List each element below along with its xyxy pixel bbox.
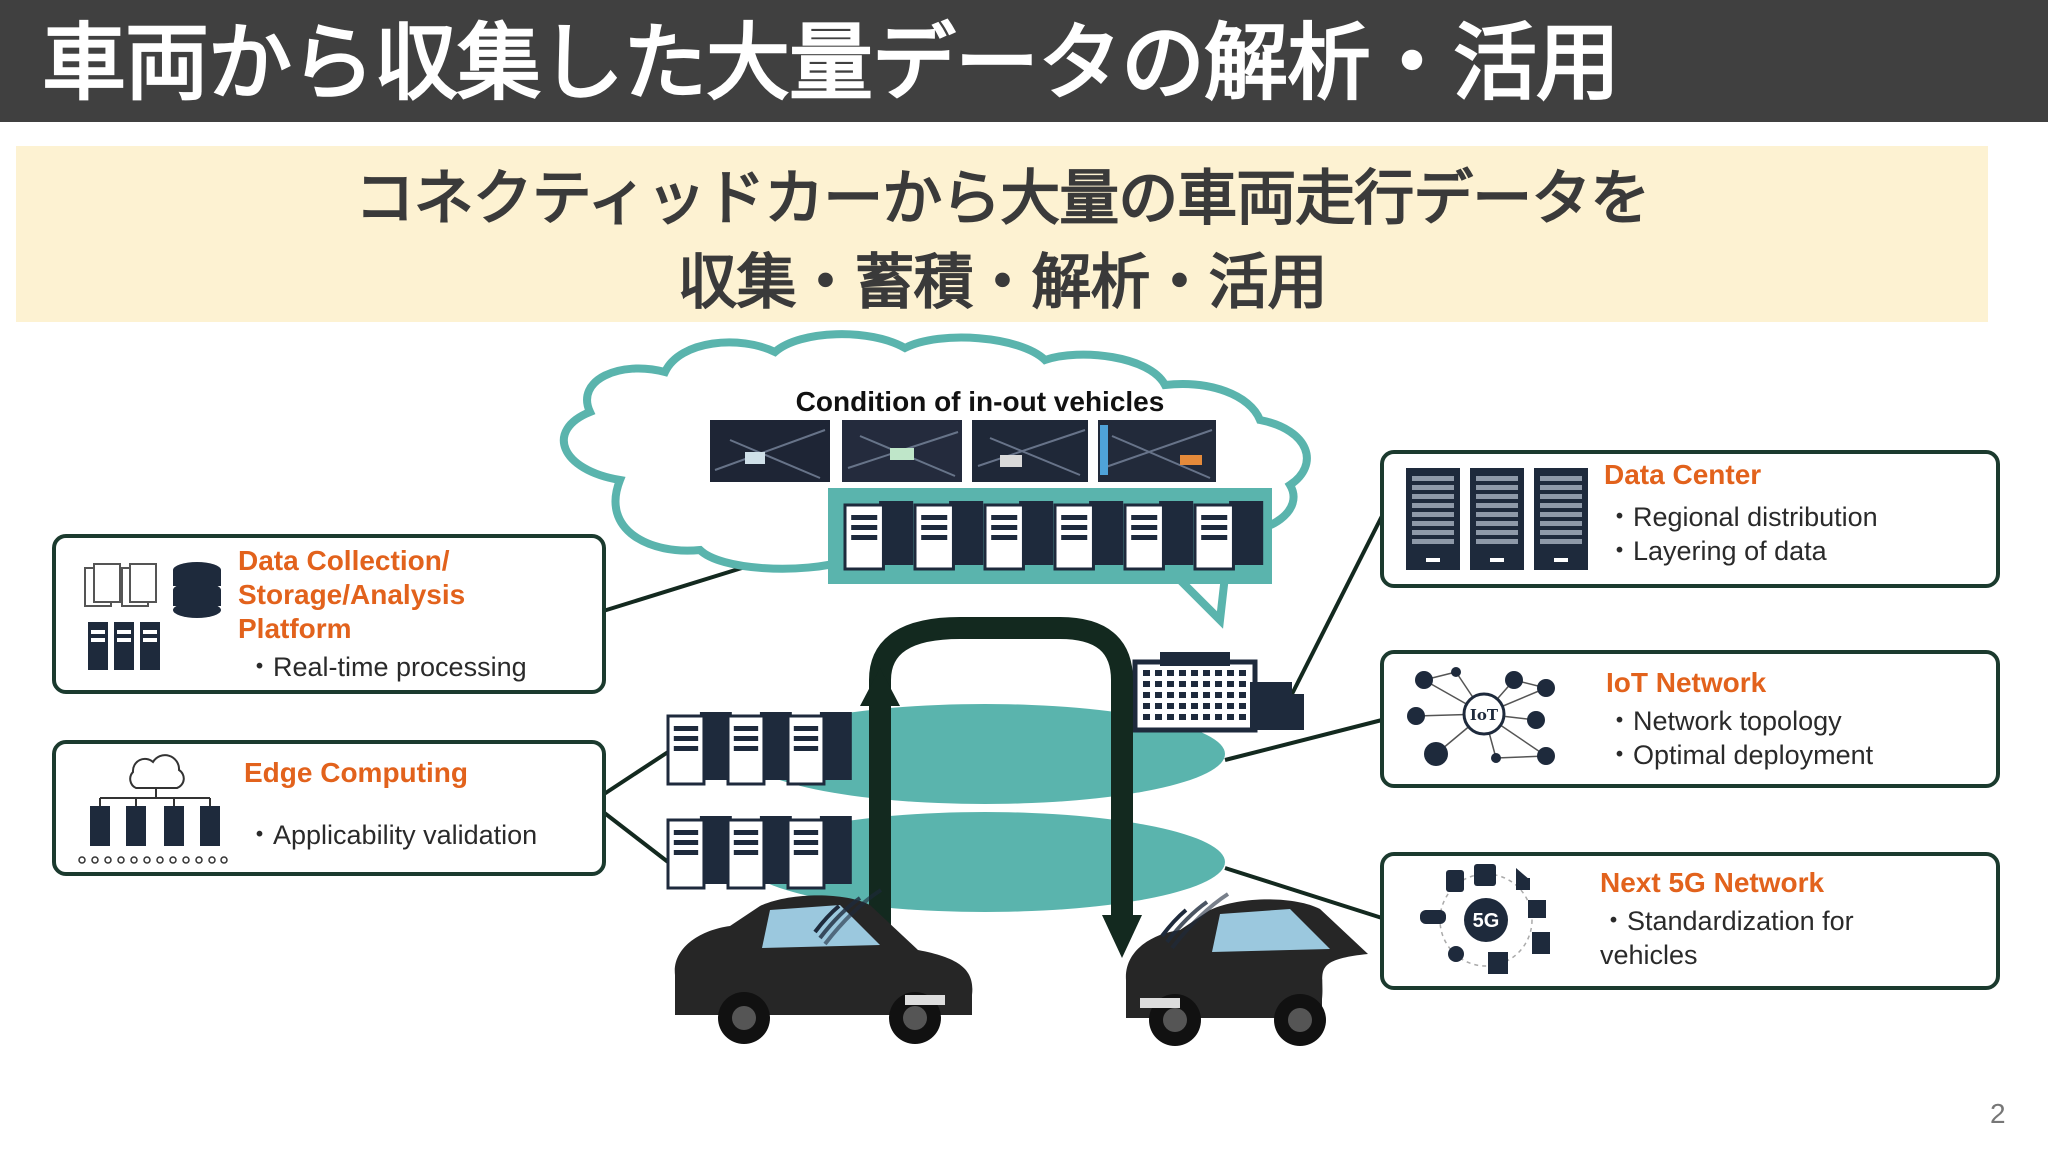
- iot-heading: IoT Network: [1606, 667, 1767, 698]
- wireless-signal-icon-2: [1160, 892, 1230, 950]
- edge-server-1: [666, 712, 732, 786]
- cloud-server-4: [1053, 501, 1124, 571]
- summary-banner: コネクティッドカーから大量の車両走行データを 収集・蓄積・解析・活用: [16, 146, 1988, 322]
- vehicle-condition-thumbnails: [710, 420, 1216, 482]
- data-center-heading: Data Center: [1604, 459, 1762, 490]
- data-center-box: Data Center ・Regional distribution ・Laye…: [1380, 450, 2000, 588]
- cloud-server-5: [1123, 501, 1194, 571]
- 5g-bullet-2: vehicles: [1600, 940, 1698, 970]
- next-5g-network-box: 5G Next 5G Network ・Standardization for …: [1380, 852, 2000, 990]
- edge-network-icon: [78, 754, 228, 864]
- data-center-icon: [1406, 468, 1588, 570]
- car-right: [1125, 899, 1368, 1046]
- banner-line-2: 収集・蓄積・解析・活用: [677, 248, 1328, 318]
- iot-bullet-1: ・Network topology: [1606, 706, 1842, 736]
- thumbnail-3: [972, 420, 1088, 482]
- iot-network-icon: IoT: [1407, 667, 1555, 766]
- cloud-server-rack: [843, 501, 1264, 571]
- edge-server-3: [786, 712, 852, 786]
- edge-server-racks: [666, 712, 852, 890]
- iot-network-box: IoT IoT Network ・Network topology ・Optim…: [1380, 650, 2000, 788]
- slide-title: 車両から収集した大量データの解析・活用: [42, 14, 1620, 112]
- edge-server-2: [726, 712, 792, 786]
- data-collection-heading-1: Data Collection/: [238, 545, 450, 576]
- data-collection-bullet-1: ・Real-time processing: [246, 652, 527, 682]
- data-collection-box: Data Collection/ Storage/Analysis Platfo…: [52, 534, 606, 694]
- data-collection-heading-2: Storage/Analysis: [238, 579, 466, 610]
- cloud-server-2: [913, 501, 984, 571]
- edge-computing-box: Edge Computing ・Applicability validation: [52, 740, 606, 876]
- data-flow-arrow: [860, 617, 1142, 958]
- 5g-heading: Next 5G Network: [1600, 867, 1825, 898]
- edge-layer-disc-lower: [745, 812, 1225, 912]
- title-bar: 車両から収集した大量データの解析・活用: [0, 0, 2048, 122]
- edge-layer-disc-upper: [745, 704, 1225, 804]
- data-center-bullet-1: ・Regional distribution: [1606, 502, 1878, 532]
- wireless-signal-icon: [813, 888, 883, 946]
- 5g-network-icon: 5G: [1420, 864, 1550, 974]
- edge-server-4: [666, 816, 732, 890]
- 5g-bullet-1: ・Standardization for: [1600, 906, 1854, 936]
- 5g-icon-label: 5G: [1473, 910, 1500, 932]
- edge-heading: Edge Computing: [244, 757, 468, 788]
- arrow-down-head: [1102, 915, 1142, 958]
- data-platform-icon: [84, 562, 221, 670]
- car-left: [674, 895, 973, 1044]
- edge-server-5: [726, 816, 792, 890]
- arrow-up-head: [860, 668, 900, 706]
- data-center-bullet-2: ・Layering of data: [1606, 536, 1827, 566]
- data-collection-heading-3: Platform: [238, 613, 352, 644]
- cloud-server-3: [983, 501, 1054, 571]
- page-number: 2: [1990, 1098, 2006, 1129]
- iot-icon-label: IoT: [1470, 706, 1499, 724]
- cloud-server-1: [843, 501, 914, 571]
- edge-bullet-1: ・Applicability validation: [246, 820, 538, 850]
- banner-line-1: コネクティッドカーから大量の車両走行データを: [354, 164, 1650, 234]
- connector-lines: [596, 515, 1384, 920]
- building-icon: [1132, 652, 1304, 733]
- edge-server-6: [786, 816, 852, 890]
- iot-bullet-2: ・Optimal deployment: [1606, 740, 1874, 770]
- cloud-server-6: [1193, 501, 1264, 571]
- cloud-label: Condition of in-out vehicles: [795, 386, 1165, 417]
